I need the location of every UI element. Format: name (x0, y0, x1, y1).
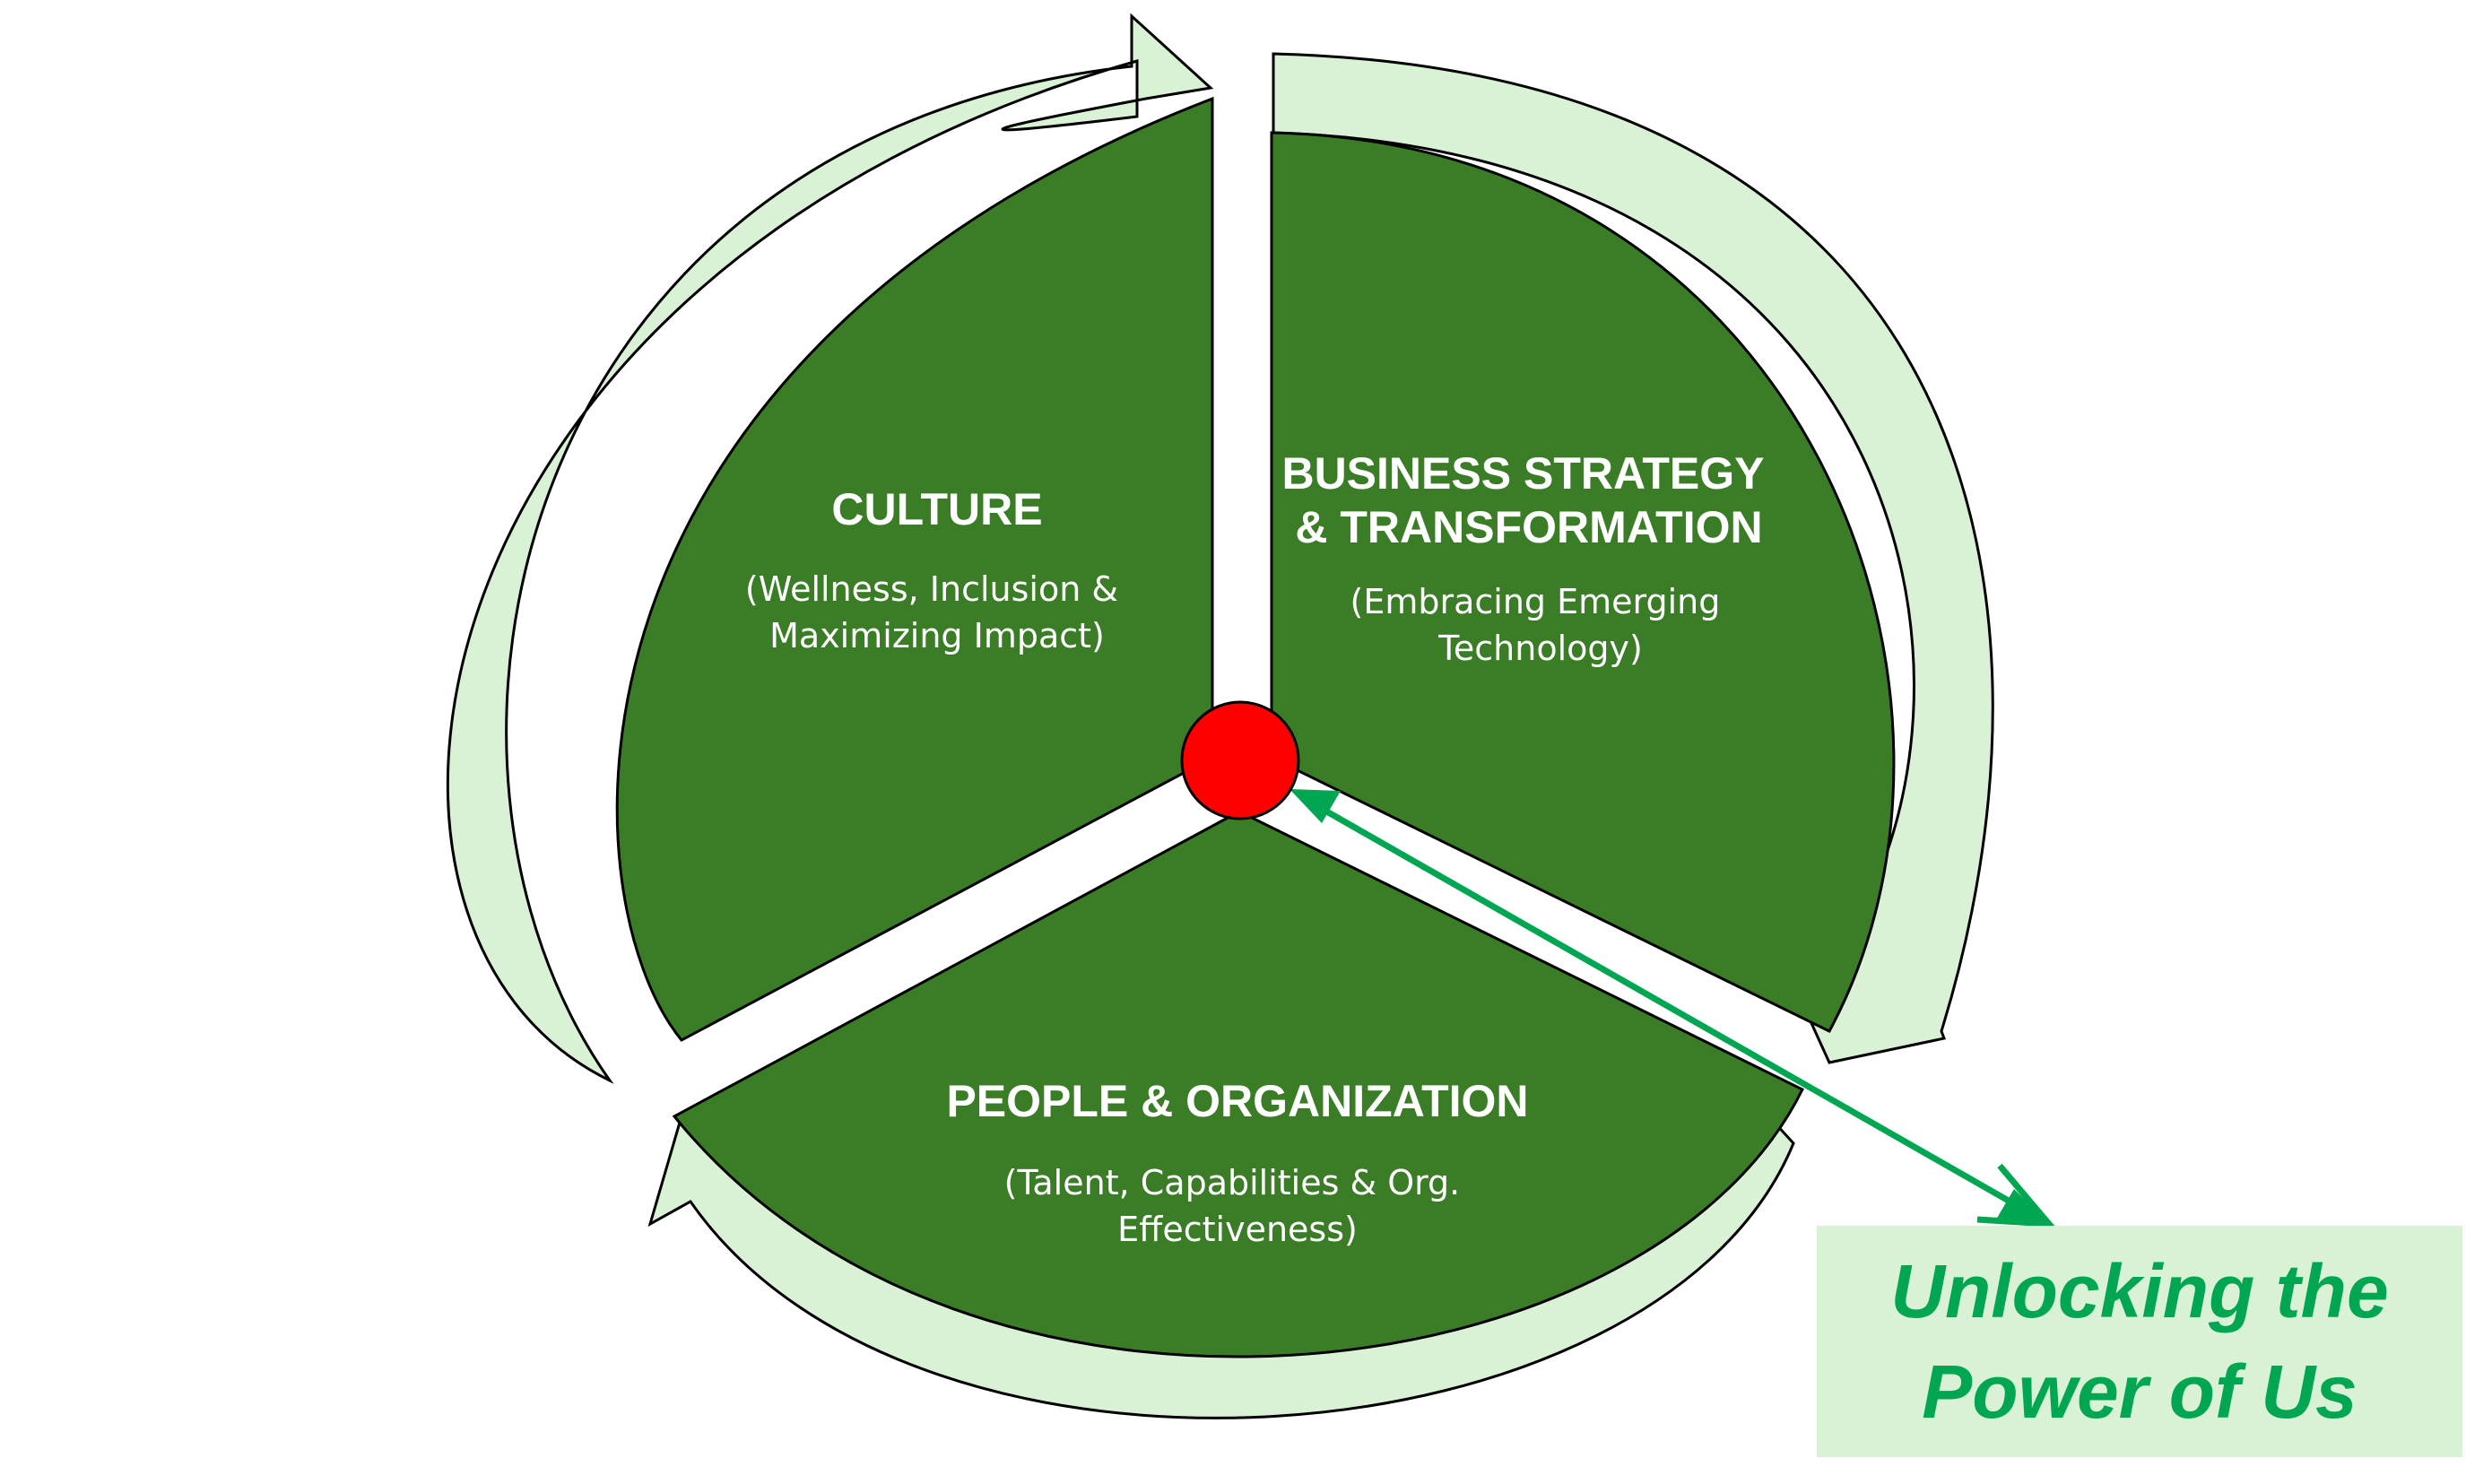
segment-business (1270, 131, 1896, 1033)
center-dot (1180, 700, 1300, 820)
culture-subtitle-line-1: (Wellness, Inclusion & (745, 569, 1118, 609)
ring-arrow-culture (447, 13, 1214, 1082)
business-title-line-2: & TRANSFORMATION (1295, 502, 1762, 552)
business-subtitle-line-2: Technology) (1437, 629, 1643, 668)
ring-arrow-business (1272, 52, 1994, 1064)
culture-subtitle-line-2: Maximizing Impact) (769, 616, 1105, 655)
business-subtitle-line-1: (Embracing Emerging (1350, 582, 1721, 621)
culture-title: CULTURE (831, 484, 1042, 534)
people-subtitle-line-2: Effectiveness) (1117, 1210, 1358, 1249)
segment-culture (615, 96, 1214, 1042)
people-title: PEOPLE & ORGANIZATION (946, 1076, 1528, 1126)
business-subtitle: (Embracing Emerging Technology) (1350, 582, 1732, 668)
callout-line-2: Power of Us (1922, 1349, 2357, 1434)
people-subtitle-line-1: (Talent, Capabilities & Org. (1004, 1163, 1461, 1202)
business-title: BUSINESS STRATEGY & TRANSFORMATION (1281, 448, 1776, 552)
culture-title-line: CULTURE (831, 484, 1042, 534)
callout-line-1: Unlocking the (1890, 1249, 2389, 1333)
culture-subtitle: (Wellness, Inclusion & Maximizing Impact… (745, 569, 1129, 655)
people-subtitle: (Talent, Capabilities & Org. Effectivene… (1004, 1163, 1472, 1249)
segment-people (672, 810, 1805, 1358)
connector-arrowhead-start (1289, 789, 1341, 823)
callout-box: Unlocking the Power of Us (1817, 1226, 2462, 1457)
connector-arrowhead-end-wing (1976, 1163, 2056, 1228)
connector-arrowhead-end (1996, 1189, 2049, 1224)
business-title-line-1: BUSINESS STRATEGY (1281, 448, 1764, 499)
people-title-line: PEOPLE & ORGANIZATION (946, 1076, 1528, 1126)
connector-line (1309, 799, 2015, 1207)
